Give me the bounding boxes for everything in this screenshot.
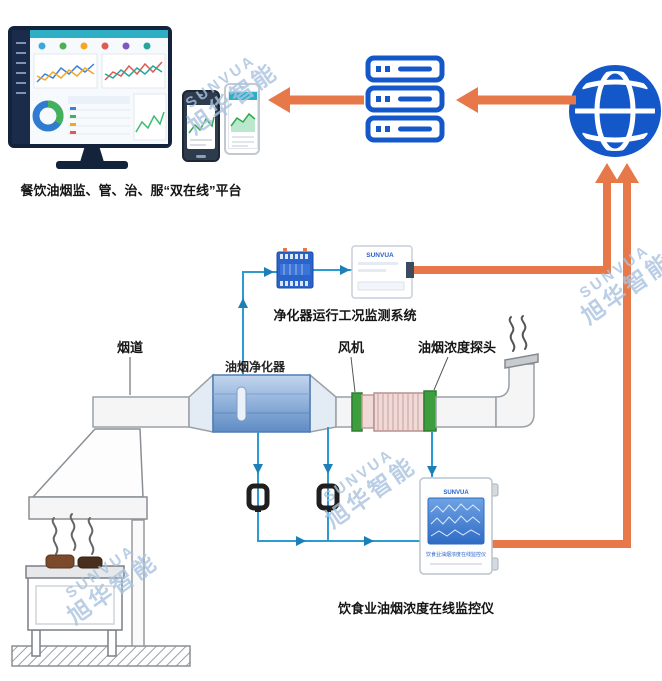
- wall-monitor-brand: SUNVUA: [443, 490, 469, 496]
- mobile-phone-dark: [182, 90, 220, 162]
- dashboard-screen: [12, 30, 168, 144]
- device-port: [406, 262, 414, 278]
- caption-online-monitor: 饮食业油烟浓度在线监控仪: [337, 601, 495, 616]
- leader-lines: [129, 356, 449, 395]
- flex-duct: [373, 392, 425, 432]
- purifier-monitor-brand: SUNVUA: [366, 252, 394, 259]
- phone-speaker: [240, 86, 244, 88]
- dashboard-line-chart-1: [33, 53, 98, 89]
- dashboard-mini-chart: [133, 93, 167, 141]
- dashboard-table: [68, 96, 130, 135]
- wall-monitor-screen: [427, 497, 485, 545]
- purifier-inlet-cone: [188, 373, 214, 433]
- dashboard-kpi-icons: [38, 42, 151, 50]
- mobile-phone-white: [224, 83, 260, 155]
- duct-right: [435, 396, 497, 428]
- purifier-outlet-cone: [309, 373, 337, 433]
- signal-arrowheads: [238, 265, 437, 546]
- monitor-stand-base: [56, 161, 128, 169]
- terminal-block: [276, 248, 314, 289]
- dashboard-sidebar: [12, 30, 30, 144]
- current-clamp-2: [316, 483, 340, 512]
- phone-home-button: [196, 155, 206, 158]
- purifier-handle: [236, 386, 247, 422]
- caption-purifier-system: 净化器运行工况监测系统: [273, 308, 416, 323]
- exhaust-elbow: [495, 363, 535, 428]
- duct-mid: [335, 396, 353, 428]
- monitor-stand-neck: [80, 148, 104, 162]
- purifier-monitor-device: SUNVUA: [351, 245, 414, 299]
- phone-screen: [228, 91, 258, 149]
- exhaust-collar: [504, 353, 539, 369]
- phone-speaker: [199, 94, 203, 96]
- support-column: [131, 519, 145, 647]
- dashboard-line-chart-2: [101, 53, 166, 89]
- label-probe: 油烟浓度探头: [418, 340, 496, 355]
- wall-monitor-device: SUNVUA 饮食业油烟浓度在线监控仪: [419, 477, 499, 575]
- current-clamp-1: [246, 483, 270, 512]
- uplink-purifier-monitor-to-globe: [412, 163, 619, 274]
- kitchen-hood: [28, 428, 148, 520]
- dashboard-donut-chart: [32, 100, 64, 132]
- arrow-globe-to-server: [456, 87, 576, 113]
- label-fan: 风机: [338, 340, 364, 355]
- dashboard-topbar: [30, 30, 168, 38]
- label-duct: 烟道: [117, 340, 143, 355]
- phone-screen: [187, 99, 215, 149]
- platform-caption: 餐饮油烟监、管、治、服“双在线”平台: [20, 183, 242, 198]
- exhaust-steam: [508, 315, 528, 352]
- duct-run: [92, 353, 539, 433]
- server-stack-icon: [365, 55, 445, 143]
- fan-section: [361, 394, 375, 429]
- uplink-wall-monitor-to-globe: [492, 163, 639, 548]
- arrow-server-to-platform: [268, 87, 364, 113]
- stove: [25, 565, 125, 657]
- label-purifier: 油烟净化器: [225, 359, 286, 374]
- fan-mount-band: [351, 392, 363, 432]
- cooking-pans: [45, 554, 103, 569]
- desktop-monitor: [8, 26, 172, 148]
- probe-band: [423, 390, 437, 432]
- wall-monitor-model-text: 饮食业油烟浓度在线监控仪: [426, 551, 486, 558]
- flex-duct-ribs: [377, 393, 419, 431]
- duct-left: [92, 396, 190, 428]
- globe-icon: [569, 65, 661, 157]
- purifier-unit: [212, 374, 311, 433]
- cooking-steam: [51, 513, 95, 555]
- floor-hatch: [11, 645, 191, 667]
